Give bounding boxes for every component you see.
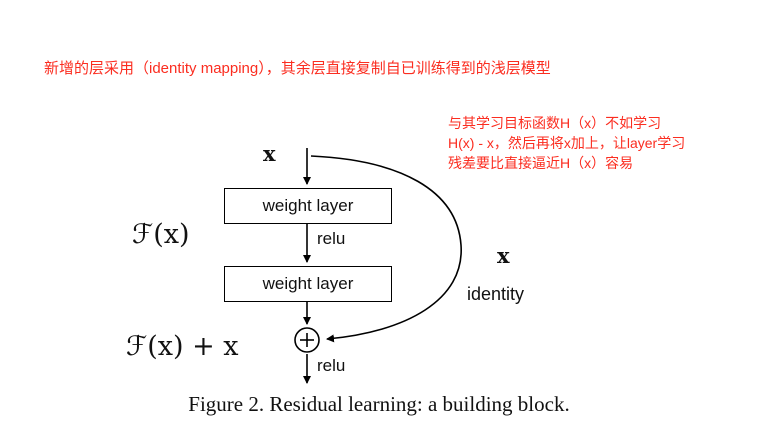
skip-x-label: x [497, 243, 510, 268]
plus-circle-icon [294, 327, 320, 353]
residual-function-label: ℱ(x) [132, 219, 190, 250]
annotation-right-line1: 与其学习目标函数H（x）不如学习 [448, 115, 662, 131]
figure-caption: Figure 2. Residual learning: a building … [188, 392, 570, 416]
weight-layer-2-label: weight layer [262, 274, 354, 293]
annotation-right: 与其学习目标函数H（x）不如学习 H(x) - x，然后再将x加上，让layer… [448, 113, 685, 173]
identity-label: identity [467, 284, 525, 304]
weight-layer-2-box: weight layer [224, 266, 392, 302]
weight-layer-1-box: weight layer [224, 188, 392, 224]
weight-layer-1-label: weight layer [262, 196, 354, 215]
annotation-right-line2: H(x) - x，然后再将x加上，让layer学习 [448, 135, 686, 151]
annotation-right-line3: 残差要比直接逼近H（x）容易 [448, 155, 634, 171]
annotation-top: 新增的层采用（identity mapping），其余层直接复制自已训练得到的浅… [44, 60, 551, 77]
relu-2-label: relu [317, 356, 346, 375]
input-x-label: x [263, 141, 276, 166]
relu-1-label: relu [317, 229, 346, 248]
output-sum-label: ℱ(x) + x [126, 331, 239, 362]
